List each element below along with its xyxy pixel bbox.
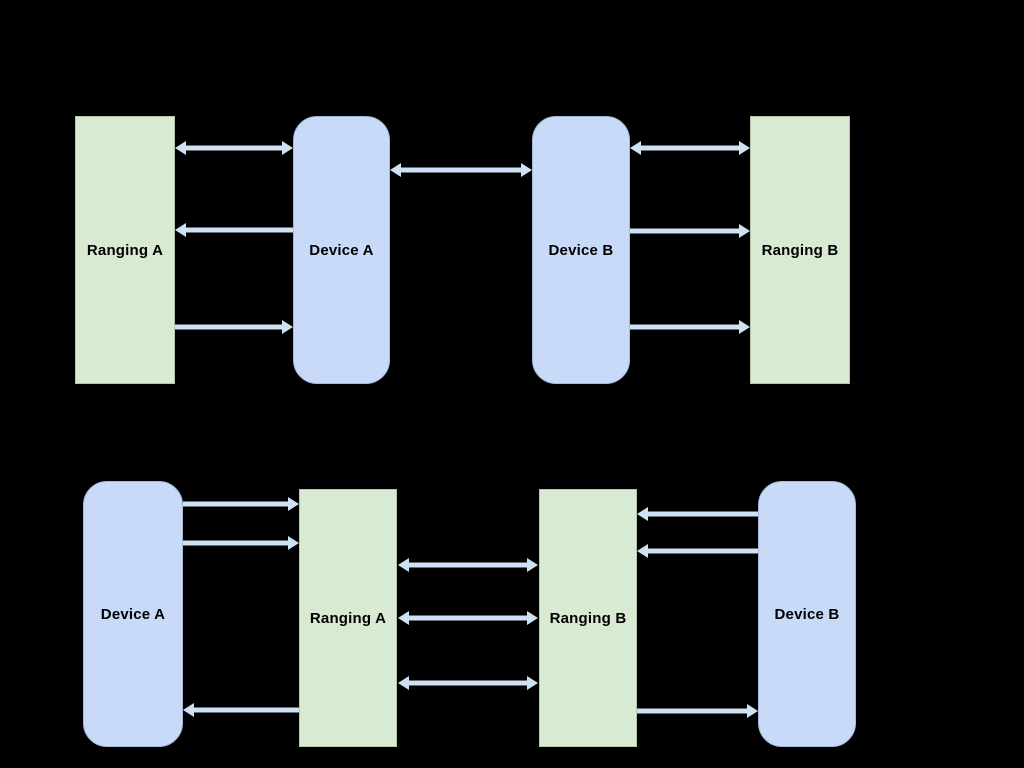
arrow-shaft [639,145,741,151]
arrow-shaft [646,548,758,554]
arrowhead-right-icon [739,141,750,155]
arrowhead-right-icon [521,163,532,177]
node-device-a-bottom-exchange: Device A [83,481,183,747]
node-label-ranging-b: Ranging B [549,609,627,627]
arrow-device-b-to-ranging-b [630,223,750,239]
arrow-shaft [175,324,284,330]
arrow-shaft [184,145,284,151]
arrowhead-left-icon [637,544,648,558]
arrow-shaft [630,228,741,234]
node-label-device-b: Device B [548,241,614,259]
arrowhead-left-icon [398,558,409,572]
arrow-shaft [407,680,529,686]
arrowhead-right-icon [282,141,293,155]
arrowhead-right-icon [527,676,538,690]
arrowhead-left-icon [183,703,194,717]
node-label-device-b: Device B [774,605,840,623]
arrowhead-left-icon [390,163,401,177]
arrow-ranging-a-to-ranging-b-bidirectional [398,610,538,626]
arrow-shaft [637,708,749,714]
arrow-device-a-to-ranging-a [183,535,299,551]
arrow-shaft [183,501,290,507]
node-device-b-bottom-exchange: Device B [758,481,856,747]
arrow-ranging-a-to-device-a-bidirectional [175,140,293,156]
arrow-device-a-to-device-b-bidirectional [390,162,532,178]
node-label-device-a: Device A [100,605,166,623]
node-device-a-top-exchange: Device A [293,116,390,384]
arrowhead-right-icon [288,536,299,550]
arrow-shaft [183,540,290,546]
arrowhead-right-icon [739,320,750,334]
node-label-ranging-b: Ranging B [761,241,839,259]
arrowhead-left-icon [398,676,409,690]
arrow-shaft [407,615,529,621]
arrow-device-b-to-ranging-b [637,543,758,559]
arrow-device-b-to-ranging-b [630,319,750,335]
node-label-ranging-a: Ranging A [86,241,164,259]
arrow-ranging-a-to-ranging-b-bidirectional [398,675,538,691]
node-ranging-a-top-exchange: Ranging A [75,116,175,384]
node-label-device-a: Device A [309,241,374,259]
arrow-shaft [630,324,741,330]
arrowhead-right-icon [527,611,538,625]
arrow-device-b-to-ranging-b [637,506,758,522]
arrowhead-left-icon [398,611,409,625]
arrow-ranging-b-to-device-b [637,703,758,719]
arrowhead-right-icon [527,558,538,572]
arrowhead-left-icon [175,141,186,155]
arrow-shaft [399,167,523,173]
arrowhead-left-icon [630,141,641,155]
arrow-ranging-a-to-device-a [175,319,293,335]
arrow-ranging-a-to-device-a [183,702,299,718]
node-ranging-a-bottom-exchange: Ranging A [299,489,397,747]
arrow-device-a-to-ranging-a [183,496,299,512]
arrowhead-right-icon [747,704,758,718]
node-ranging-b-bottom-exchange: Ranging B [539,489,637,747]
arrow-shaft [192,707,299,713]
arrow-shaft [184,227,293,233]
arrowhead-right-icon [288,497,299,511]
arrow-device-b-to-ranging-b-bidirectional [630,140,750,156]
arrow-ranging-a-to-ranging-b-bidirectional [398,557,538,573]
arrow-shaft [407,562,529,568]
arrowhead-right-icon [282,320,293,334]
arrow-shaft [646,511,758,517]
arrow-device-a-to-ranging-a [175,222,293,238]
node-label-ranging-a: Ranging A [309,609,387,627]
arrowhead-right-icon [739,224,750,238]
arrowhead-left-icon [175,223,186,237]
arrowhead-left-icon [637,507,648,521]
node-device-b-top-exchange: Device B [532,116,630,384]
node-ranging-b-top-exchange: Ranging B [750,116,850,384]
